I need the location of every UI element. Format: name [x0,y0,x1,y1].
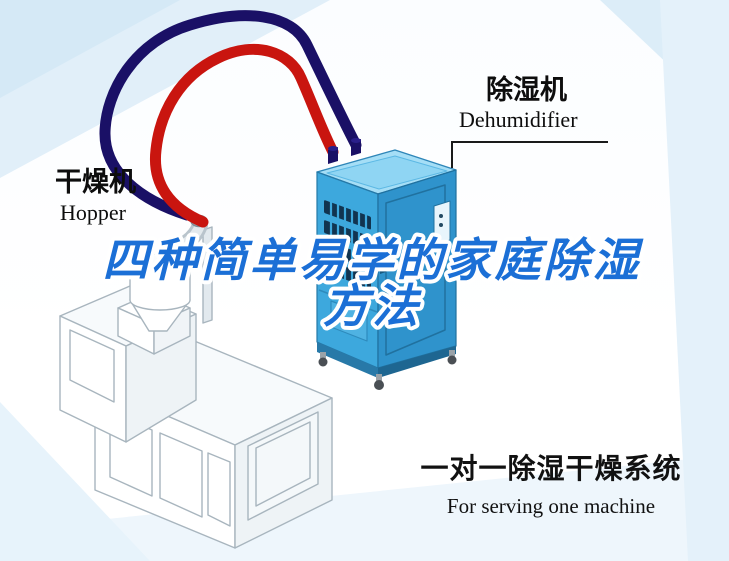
hopper-cylinder [129,261,191,311]
caster-middle [374,380,384,390]
control-button-2 [439,223,443,227]
fitting-left-cap [328,146,338,151]
filter-panel [330,300,368,342]
door-latch [380,260,386,274]
caster-left [318,357,328,367]
side-door-outline [385,184,446,356]
base-strip-right [378,346,456,378]
background-band-bottom [0,455,729,561]
headline-line-1: 四种简单易学的家庭除湿 [103,234,645,286]
navy-return-hose [99,10,362,221]
control-button-1 [439,214,443,218]
fitting-left [328,147,338,164]
background-corner-top-left [0,0,180,98]
dehumidifier-label-en: Dehumidifier [459,107,578,132]
caster-right [447,355,457,365]
headline-line-2: 方法 [323,280,422,332]
elbow-tube-inner [161,220,205,257]
dehumidifier-top-inset [326,155,448,190]
vent-slot-separators [329,199,368,290]
dryer-label-cn: 干燥机 [55,167,136,197]
hoses [99,10,362,228]
dehumidifier-leader-line [451,141,608,168]
hose-fittings [328,138,361,164]
dehumidifier-machine [316,149,457,390]
extruder-end-panel [247,411,319,521]
system-caption-cn: 一对一除湿干燥系统 [420,453,682,484]
extruder-machine [59,214,333,549]
dehumidifier-vents [324,199,371,290]
dehumidifier-label-cn: 除湿机 [486,75,567,105]
front-divider-line [318,289,378,313]
base-strip-front [317,342,378,378]
fitting-right [351,139,361,156]
extruder-left-panel [69,329,115,403]
background-band-right [660,0,729,561]
loader-vertical-pipe [202,226,213,324]
headline: 四种简单易学的家庭除湿 方法 [99,230,646,336]
extruder-panel-2 [159,432,203,518]
casters [318,350,457,390]
system-caption-en: For serving one machine [446,494,656,519]
extruder-panel-3 [207,452,231,527]
dryer-label-en: Hopper [60,200,126,225]
extruder-end-panel-inner [255,421,311,507]
system-caption: 一对一除湿干燥系统 For serving one machine [408,453,694,519]
background-triangle-bottom-left [0,402,150,561]
red-supply-hose [149,43,339,228]
fitting-right-cap [351,138,361,143]
